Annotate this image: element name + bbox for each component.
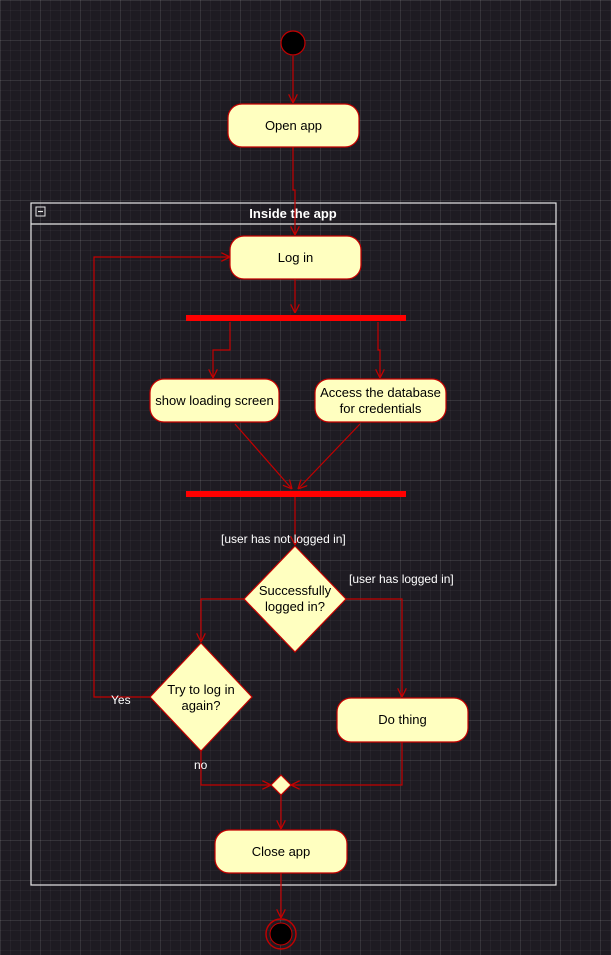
edge-access-db-to-join [298, 423, 361, 489]
edge-open-app-to-log-in [293, 147, 295, 235]
fork-bar[interactable] [186, 315, 406, 321]
initial-node[interactable] [280, 30, 306, 56]
guard-yes: Yes [111, 693, 131, 707]
guard-logged-in: [user has logged in] [349, 572, 454, 586]
decision-success-label-line1: Successfully [259, 583, 332, 598]
partition-inside-the-app[interactable]: Inside the app [30, 202, 557, 886]
edges [93, 56, 403, 918]
action-close-app-label: Close app [252, 844, 311, 859]
action-open-app[interactable]: Open app [227, 103, 360, 148]
action-open-app-label: Open app [265, 118, 322, 133]
action-log-in-label: Log in [278, 250, 313, 265]
action-access-db-label-line1: Access the database [320, 385, 441, 400]
action-access-database[interactable]: Access the database for credentials [314, 378, 447, 423]
guard-no: no [194, 758, 208, 772]
decision-success-label-line2: logged in? [265, 599, 325, 614]
action-do-thing-label: Do thing [378, 712, 426, 727]
edge-decision-logged-in [346, 598, 402, 697]
partition-border [30, 202, 557, 886]
action-log-in[interactable]: Log in [229, 235, 362, 280]
edge-fork-to-access-db [378, 322, 380, 378]
partition-title: Inside the app [249, 206, 336, 221]
merge-node[interactable] [270, 774, 292, 796]
edge-do-thing-to-merge [291, 742, 403, 785]
action-access-db-label-line2: for credentials [340, 401, 422, 416]
action-do-thing[interactable]: Do thing [336, 697, 469, 743]
action-show-loading-screen[interactable]: show loading screen [149, 378, 280, 423]
decision-try-again[interactable]: Try to log in again? [149, 642, 253, 752]
edge-try-again-yes-loop [93, 257, 230, 698]
edge-decision-not-logged-in [201, 598, 244, 642]
decision-successfully-logged-in[interactable]: Successfully logged in? [243, 545, 347, 653]
edge-fork-to-loading [213, 322, 231, 378]
edge-try-again-no-to-merge [200, 751, 271, 785]
edge-loading-to-join [234, 423, 292, 489]
action-close-app[interactable]: Close app [214, 829, 348, 874]
join-bar[interactable] [186, 491, 406, 497]
final-node[interactable] [265, 918, 297, 950]
action-show-loading-label: show loading screen [155, 393, 274, 408]
decision-try-again-label-line1: Try to log in [167, 682, 234, 697]
minus-box-icon[interactable] [35, 206, 46, 217]
guard-not-logged-in: [user has not logged in] [221, 532, 346, 546]
decision-try-again-label-line2: again? [181, 698, 220, 713]
